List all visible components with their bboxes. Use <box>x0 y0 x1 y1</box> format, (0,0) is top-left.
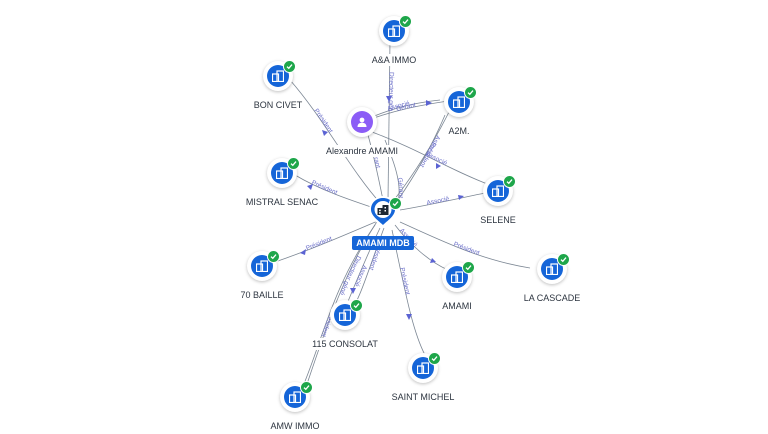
check-icon <box>506 179 513 185</box>
building-icon <box>256 260 268 272</box>
node-label: A&A IMMO <box>334 50 454 68</box>
arrow-marker <box>426 100 432 106</box>
node-label: SELENE <box>438 210 558 228</box>
node-circle <box>351 111 373 133</box>
verified-badge <box>399 15 412 28</box>
building-icon <box>453 96 465 108</box>
edge-label: Associé <box>426 195 450 207</box>
building-icon <box>289 391 301 403</box>
arrow-marker <box>436 163 441 169</box>
verified-badge <box>462 261 475 274</box>
building-icon <box>546 263 558 275</box>
verified-badge <box>300 381 313 394</box>
center-label: AMAMI MDB <box>323 233 443 251</box>
check-icon <box>402 19 409 25</box>
arrow-marker <box>458 195 464 200</box>
check-icon <box>286 64 293 70</box>
verified-badge <box>557 253 570 266</box>
verified-badge <box>287 157 300 170</box>
verified-badge <box>389 197 402 210</box>
check-icon <box>270 254 277 260</box>
check-icon <box>465 265 472 271</box>
arrow-marker <box>350 288 356 294</box>
node-label: AMW IMMO <box>235 416 355 434</box>
edge-label: Gérant <box>370 148 381 169</box>
edge-label: Directeur gén <box>387 72 394 112</box>
building-icon <box>339 309 351 321</box>
check-icon <box>560 257 567 263</box>
edge-arrows <box>300 96 464 320</box>
node-label: A2M. <box>399 121 519 139</box>
check-icon <box>392 201 399 207</box>
check-icon <box>431 356 438 362</box>
building-icon <box>276 167 288 179</box>
building-icon <box>272 70 284 82</box>
check-icon <box>290 161 297 167</box>
node-label: AMAMI <box>397 296 517 314</box>
arrow-marker <box>300 249 306 255</box>
arrow-marker <box>322 130 328 136</box>
node-label: Alexandre AMAMI <box>302 141 422 159</box>
check-icon <box>353 303 360 309</box>
arrow-marker <box>430 258 436 263</box>
node-label: 70 BAILLE <box>202 285 322 303</box>
edge-label: Président <box>452 241 480 257</box>
edge-label: Gérant <box>396 102 417 113</box>
node-label: BON CIVET <box>218 95 338 113</box>
node-label: 115 CONSOLAT <box>285 334 405 352</box>
arrow-marker <box>386 96 392 102</box>
building-icon <box>388 25 400 37</box>
verified-badge <box>428 352 441 365</box>
node-label: MISTRAL SENAC <box>222 192 342 210</box>
building-icon <box>417 362 429 374</box>
verified-badge <box>350 299 363 312</box>
verified-badge <box>267 250 280 263</box>
person-icon <box>357 117 367 127</box>
arrow-marker <box>406 314 412 320</box>
building-icon <box>492 185 504 197</box>
building-icon <box>451 271 463 283</box>
check-icon <box>467 90 474 96</box>
arrow-marker <box>307 184 313 190</box>
verified-badge <box>283 60 296 73</box>
node-label: LA CASCADE <box>492 288 612 306</box>
verified-badge <box>464 86 477 99</box>
check-icon <box>303 385 310 391</box>
edge-label: Gérant <box>396 177 404 198</box>
node-label: SAINT MICHEL <box>363 387 483 405</box>
edge-label: Président <box>398 267 411 296</box>
verified-badge <box>503 175 516 188</box>
